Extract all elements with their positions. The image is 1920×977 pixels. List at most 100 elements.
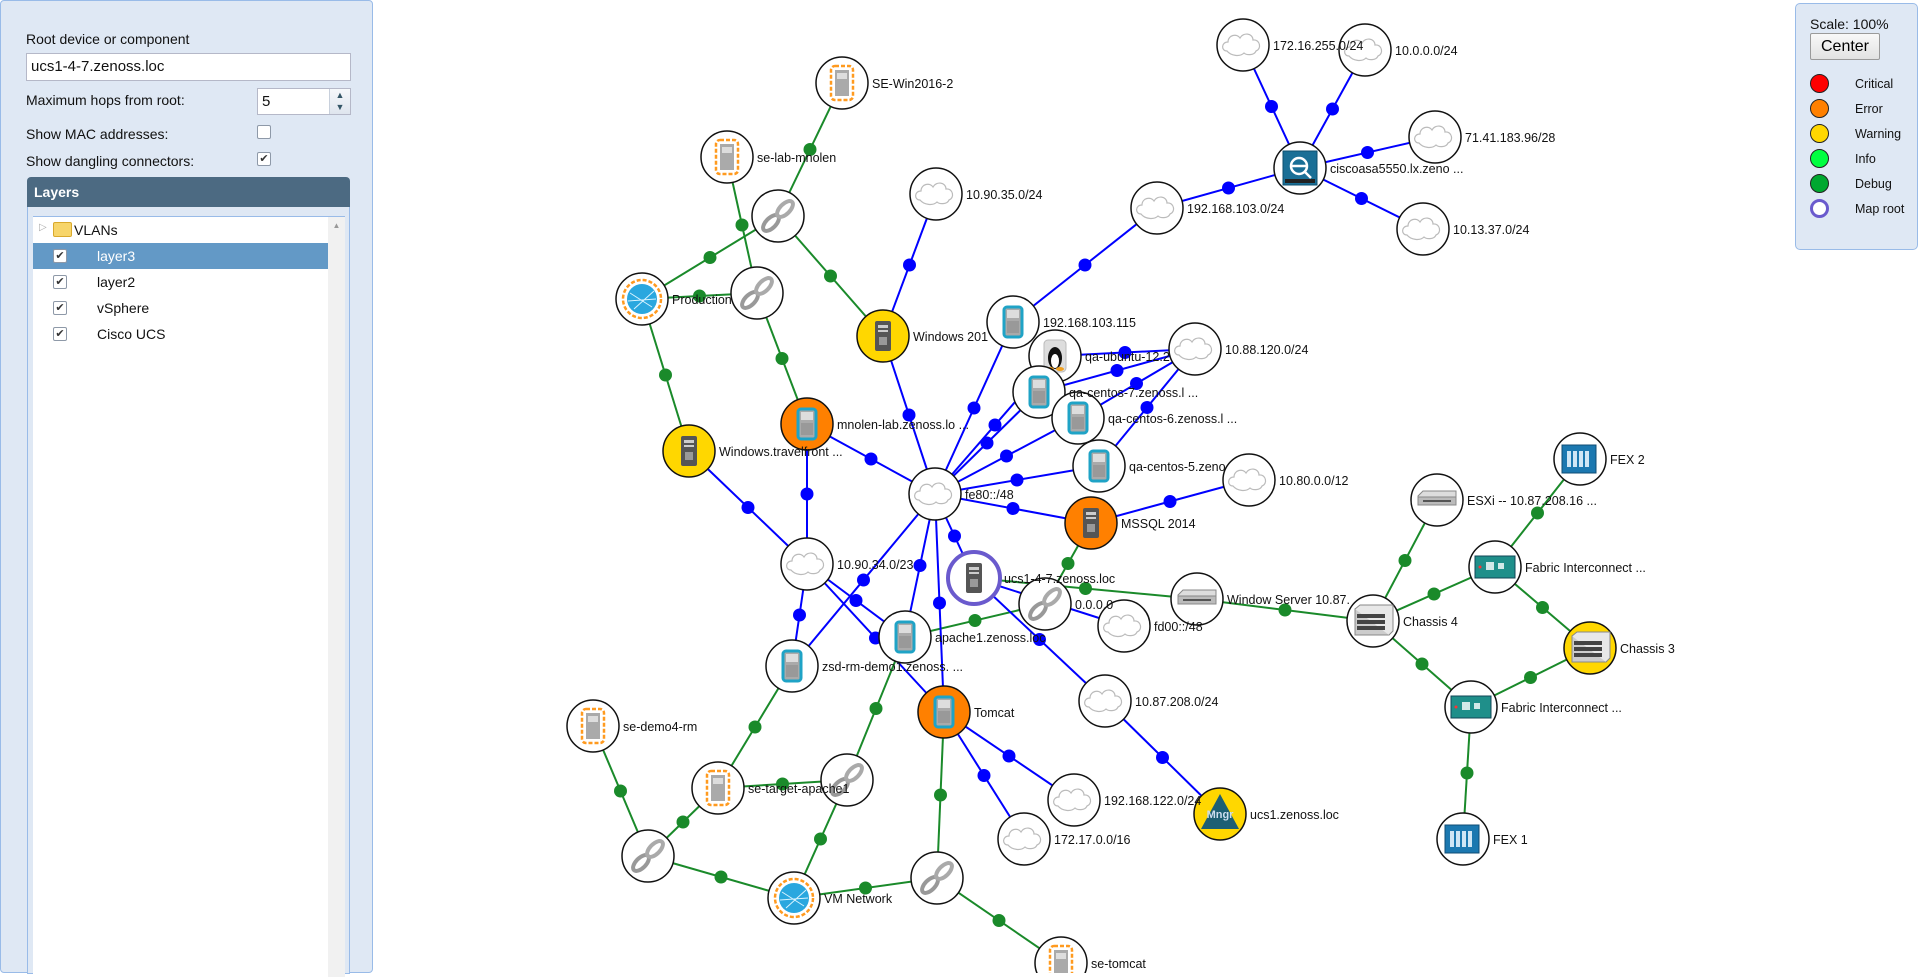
layer3-connector-dot[interactable] (1006, 502, 1020, 515)
layer2-connector-dot[interactable] (1061, 557, 1075, 570)
layer3-connector-dot[interactable] (933, 596, 946, 610)
map-node[interactable] (780, 397, 834, 451)
map-node[interactable] (1072, 439, 1126, 493)
layer2-connector-dot[interactable] (735, 218, 749, 232)
map-node[interactable] (1051, 391, 1105, 445)
map-node[interactable] (1034, 936, 1088, 973)
layer3-connector-dot[interactable] (864, 452, 878, 466)
map-node[interactable] (997, 812, 1051, 866)
layer3-connector-dot[interactable] (902, 408, 916, 422)
layer3-connector-dot[interactable] (1078, 258, 1092, 272)
map-node[interactable]: Mngr (1193, 787, 1247, 841)
map-node[interactable] (917, 685, 971, 739)
tree-item-vsphere[interactable]: ✔ vSphere (33, 295, 329, 321)
tree-scrollbar[interactable]: ▲ (328, 217, 345, 977)
map-node[interactable] (662, 424, 716, 478)
layer3-connector-dot[interactable] (1010, 473, 1024, 487)
layer2-checkbox[interactable]: ✔ (53, 275, 67, 289)
cisco-ucs-checkbox[interactable]: ✔ (53, 327, 67, 341)
layer2-connector-dot[interactable] (1398, 554, 1412, 567)
map-node[interactable] (1338, 23, 1392, 77)
layer2-connector-dot[interactable] (1278, 603, 1292, 617)
layer3-connector-dot[interactable] (1163, 495, 1177, 508)
map-node[interactable] (908, 467, 962, 521)
layer3-connector-dot[interactable] (988, 418, 1002, 432)
map-node[interactable] (1468, 540, 1522, 594)
layer2-connector-dot[interactable] (1427, 587, 1441, 601)
tree-item-cisco-ucs[interactable]: ✔ Cisco UCS (33, 321, 329, 347)
layer3-connector-dot[interactable] (1002, 749, 1016, 763)
center-button[interactable]: Center (1810, 33, 1880, 60)
map-node[interactable] (1012, 365, 1066, 419)
map-node[interactable] (767, 871, 821, 925)
map-node[interactable] (700, 130, 754, 184)
map-node[interactable] (765, 639, 819, 693)
max-hops-stepper[interactable]: 5 ▲▼ (257, 88, 351, 115)
layer3-connector-dot[interactable] (857, 573, 870, 587)
map-node[interactable] (986, 295, 1040, 349)
layer2-connector-dot[interactable] (1524, 671, 1537, 684)
layer2-connector-dot[interactable] (703, 251, 717, 264)
layer3-connector-dot[interactable] (1361, 146, 1374, 159)
layer3-connector-dot[interactable] (1130, 377, 1143, 390)
layer3-connector-dot[interactable] (980, 436, 994, 450)
map-node[interactable] (1408, 110, 1462, 164)
map-node[interactable] (1396, 202, 1450, 256)
layer3-connector-dot[interactable] (1033, 633, 1046, 646)
layer2-connector-dot[interactable] (1415, 657, 1429, 671)
spin-down-icon[interactable]: ▼ (335, 102, 345, 112)
layer3-connector-dot[interactable] (913, 559, 927, 572)
map-node[interactable] (730, 266, 784, 320)
map-node[interactable] (1553, 432, 1607, 486)
map-node[interactable] (1097, 599, 1151, 653)
tree-item-vlans[interactable]: ▷ VLANs (33, 217, 329, 243)
layer2-connector-dot[interactable] (1531, 506, 1544, 520)
layer2-connector-dot[interactable] (776, 777, 789, 791)
map-node[interactable] (1170, 572, 1224, 626)
map-node[interactable] (751, 189, 805, 243)
expand-arrow-icon[interactable]: ▷ (39, 222, 47, 233)
layer3-connector-dot[interactable] (1000, 449, 1013, 463)
tree-item-layer3[interactable]: ✔ layer3 (33, 243, 329, 269)
layer2-connector-dot[interactable] (824, 269, 837, 283)
layer3-checkbox[interactable]: ✔ (53, 249, 67, 263)
layer2-connector-dot[interactable] (614, 784, 627, 798)
layer2-connector-dot[interactable] (1460, 766, 1474, 780)
layer3-connector-dot[interactable] (1110, 364, 1124, 377)
map-node[interactable] (1436, 812, 1490, 866)
map-node[interactable] (1078, 674, 1132, 728)
vsphere-checkbox[interactable]: ✔ (53, 301, 67, 315)
layer3-connector-dot[interactable] (849, 594, 863, 607)
map-node[interactable] (909, 167, 963, 221)
map-node[interactable] (615, 272, 669, 326)
map-node[interactable] (1216, 18, 1270, 72)
map-node[interactable] (878, 610, 932, 664)
layer3-connector-dot[interactable] (1265, 100, 1278, 113)
map-node[interactable] (1047, 773, 1101, 827)
map-node[interactable] (1444, 680, 1498, 734)
layer2-connector-dot[interactable] (714, 870, 728, 884)
layer2-connector-dot[interactable] (659, 368, 672, 382)
layer3-connector-dot[interactable] (977, 769, 991, 782)
map-node[interactable] (910, 851, 964, 905)
map-node[interactable] (1168, 322, 1222, 376)
map-node[interactable] (856, 309, 910, 363)
layer2-connector-dot[interactable] (748, 720, 762, 734)
map-node[interactable] (1563, 621, 1617, 675)
layer3-connector-dot[interactable] (1326, 102, 1339, 116)
map-node[interactable] (1222, 453, 1276, 507)
map-node[interactable] (1410, 473, 1464, 527)
layer2-connector-dot[interactable] (676, 815, 690, 829)
map-node[interactable] (1064, 496, 1118, 550)
map-node[interactable] (621, 829, 675, 883)
show-mac-checkbox[interactable] (257, 125, 271, 139)
show-dangling-checkbox[interactable]: ✔ (257, 152, 271, 166)
layer2-connector-dot[interactable] (934, 788, 947, 802)
map-node[interactable] (1130, 181, 1184, 235)
layer2-connector-dot[interactable] (693, 289, 706, 303)
root-device-input[interactable]: ucs1-4-7.zenoss.loc (26, 53, 351, 81)
layer3-connector-dot[interactable] (1355, 192, 1368, 205)
layer2-connector-dot[interactable] (814, 832, 827, 846)
layer3-connector-dot[interactable] (1222, 181, 1235, 195)
